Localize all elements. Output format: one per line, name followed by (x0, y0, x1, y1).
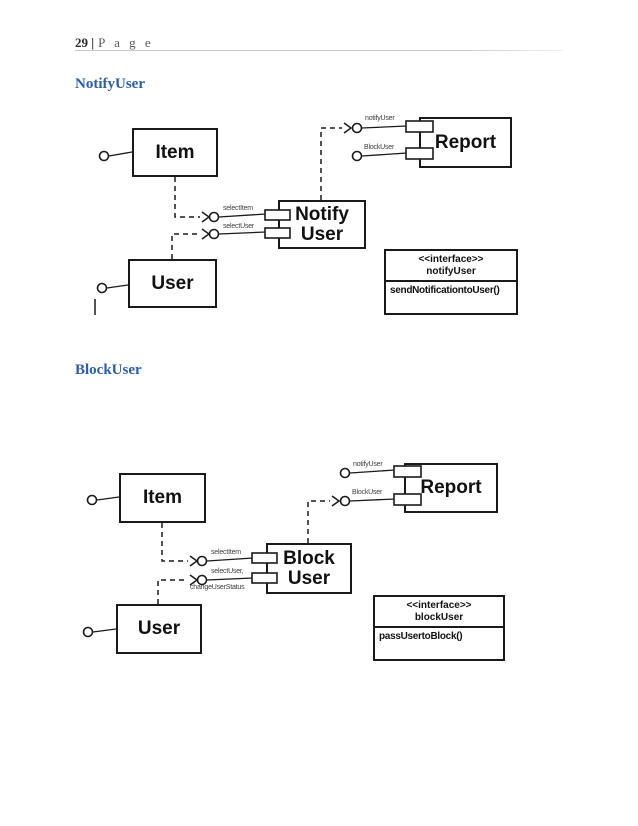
d2-report-label: Report (420, 477, 482, 499)
d2-label-notifyuser: notifyUser (353, 461, 383, 468)
d2-interface-header: <<interface>> blockUser (375, 597, 503, 628)
d1-item-component: Item (132, 128, 218, 177)
heading-notifyuser: NotifyUser (75, 76, 145, 92)
d2-dashed-dependency-selectuser (157, 579, 188, 604)
d1-user-component: User (128, 259, 217, 308)
d1-arrowhead-selectitem (201, 211, 211, 223)
heading-blockuser: BlockUser (75, 362, 142, 378)
page-header: 29 |P a g e (75, 35, 154, 51)
d2-label-selectuser: selectUser, (211, 568, 244, 575)
d1-user-label: User (151, 272, 194, 294)
d1-arrowhead-selectuser (201, 228, 211, 240)
d1-interface-header: <<interface>> notifyUser (386, 251, 516, 282)
d2-item-component: Item (119, 473, 206, 523)
d1-notifyuser-label: Notify User (295, 203, 349, 245)
d2-interface-box: <<interface>> blockUser passUsertoBlock(… (373, 595, 505, 661)
d2-interface-name: blockUser (414, 612, 464, 623)
d1-label-blockuser: BlockUser (364, 144, 395, 151)
header-rule (75, 50, 563, 51)
d1-report-label: Report (434, 131, 497, 153)
d2-blockuser-label: Block User (283, 547, 335, 589)
d1-dashed-dependency-selectuser (171, 233, 200, 259)
d2-user-component: User (116, 604, 202, 654)
d1-lollipop-circles (96, 122, 363, 294)
d1-dashed-dependency-selectitem (174, 177, 200, 218)
d2-label-changeuserstatus: changeUserStatus (190, 584, 245, 591)
d2-lollipop-circles (82, 467, 351, 638)
d1-interface-stems (106, 125, 408, 289)
d1-interface-box: <<interface>> notifyUser sendNotificatio… (384, 249, 518, 315)
d2-arrowhead-selectitem (189, 555, 199, 567)
d1-report-component: Report (419, 117, 512, 168)
d2-dashed-dependency-blockuser (307, 500, 330, 543)
d1-interface-name: notifyUser (426, 266, 476, 277)
d1-interface-method: sendNotificationtoUser() (390, 285, 500, 296)
d2-interface-stereotype: <<interface>> (406, 600, 472, 611)
page-number: 29 | (75, 35, 95, 50)
d2-label-selectitem: selectItem (211, 549, 241, 556)
d1-label-notifyuser: notifyUser (365, 115, 395, 122)
d2-dashed-dependency-selectitem (161, 523, 188, 562)
d2-label-blockuser: BlockUser (352, 489, 383, 496)
d1-ports (264, 120, 434, 239)
d2-arrowhead-blockuser (331, 495, 341, 507)
d1-label-selectitem: selectItem (223, 205, 253, 212)
d1-interface-stereotype: <<interface>> (418, 254, 484, 265)
d2-interface-method: passUsertoBlock() (379, 631, 463, 642)
d2-interface-stems (92, 469, 396, 633)
d1-label-selectuser: selectUser (223, 223, 255, 230)
d2-item-label: Item (142, 487, 183, 509)
d1-arrowhead-notifyuser (343, 122, 353, 134)
d1-notifyuser-component: Notify User (278, 200, 366, 249)
d2-user-label: User (137, 618, 181, 640)
d2-blockuser-component: Block User (266, 543, 352, 594)
d1-dashed-dependency-notifyuser (320, 127, 342, 200)
d1-item-label: Item (155, 141, 195, 163)
page-word: P a g e (98, 35, 154, 50)
d2-arrowhead-selectuser (189, 574, 199, 586)
d2-ports (251, 465, 422, 584)
